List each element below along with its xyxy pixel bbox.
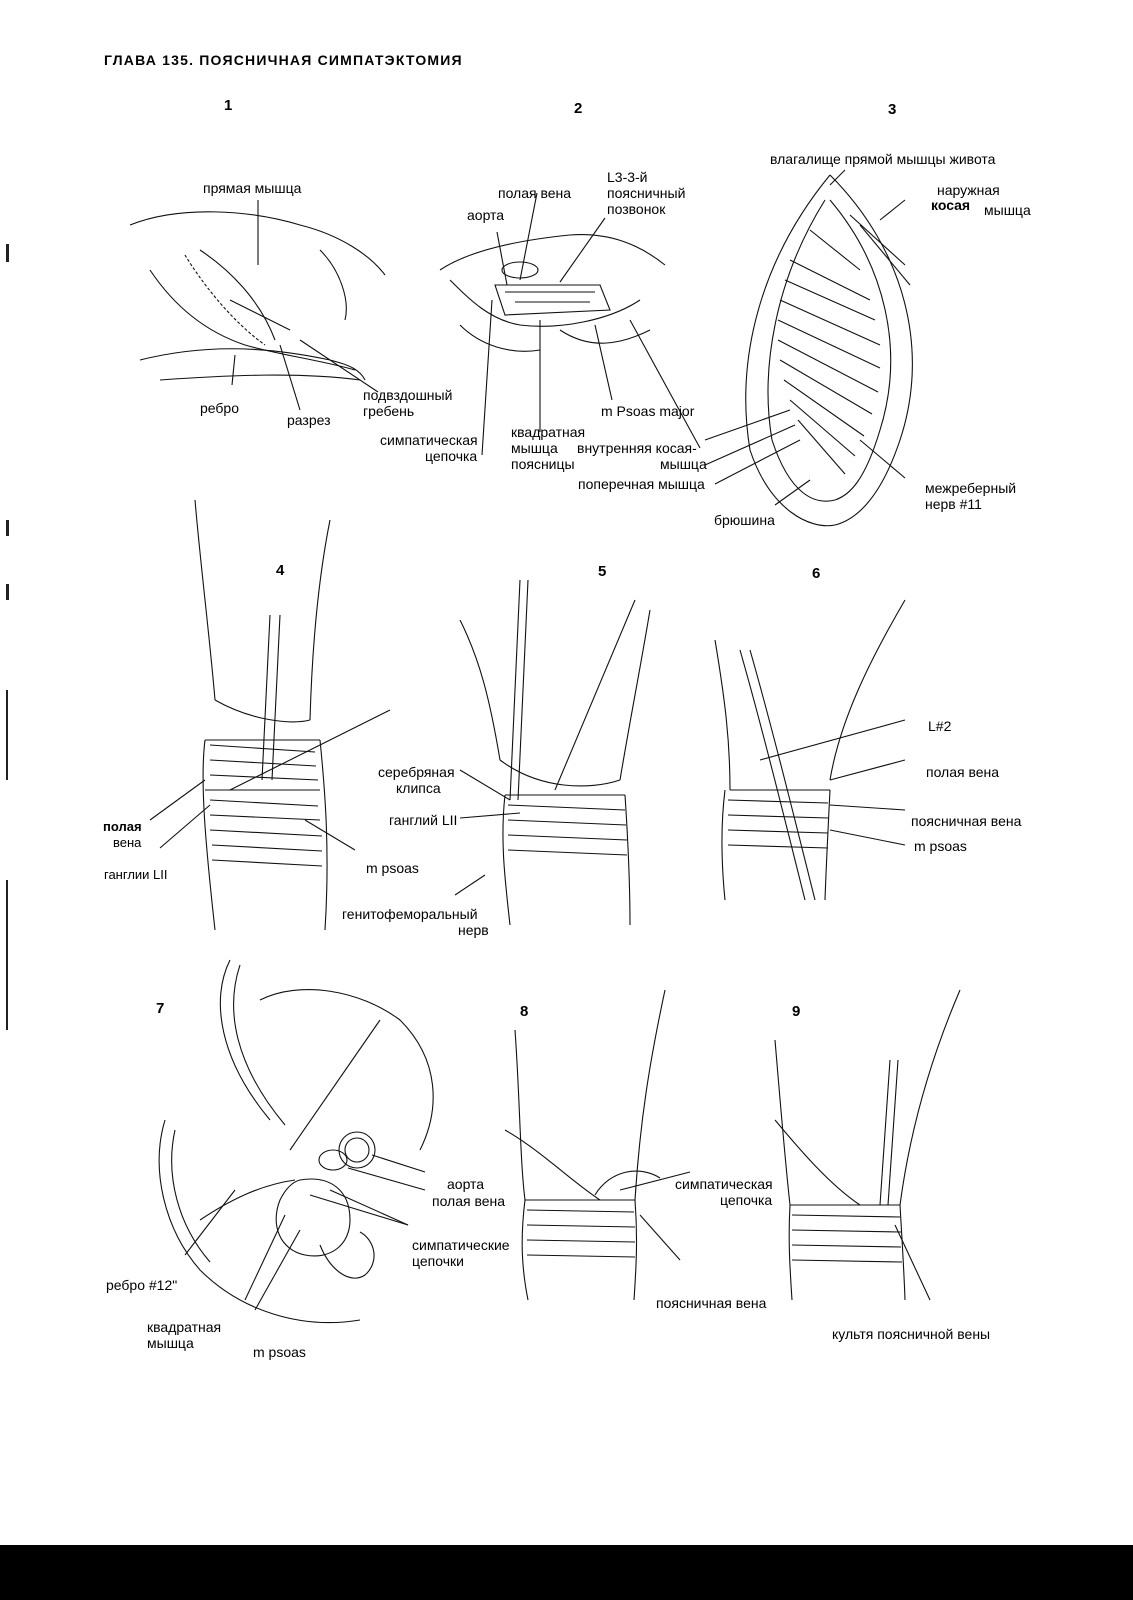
label-transverse-muscle: поперечная мышца: [578, 476, 705, 492]
figure-6-drawing: [714, 599, 906, 901]
label-external-oblique: косая: [931, 197, 971, 213]
figure-8-drawing: [504, 989, 691, 1301]
label-intercostal-nerve: межреберный: [925, 480, 1017, 496]
label-intercostal-nerve: нерв #11: [925, 496, 982, 512]
label-l2: L#2: [928, 718, 952, 734]
margin-mark: [6, 584, 9, 600]
figure-7-drawing: [158, 959, 434, 1324]
margin-mark: [6, 690, 8, 780]
figure-4-drawing: [149, 499, 486, 931]
figure-number: 4: [276, 562, 285, 579]
label-vena-cava: полая: [103, 819, 142, 834]
margin-mark: [6, 244, 9, 262]
chapter-title: ГЛАВА 135. ПОЯСНИЧНАЯ СИМПАТЭКТОМИЯ: [104, 52, 463, 68]
label-aorta: аорта: [467, 207, 505, 223]
label-ganglion: ганглии LII: [104, 867, 168, 882]
label-peritoneum: брюшина: [714, 512, 775, 528]
figure-number: 7: [156, 1000, 165, 1017]
label-internal-oblique: мышца: [660, 456, 707, 472]
label-silver-clip: серебряная: [378, 764, 455, 780]
label-sympathetic-chain: цепочка: [425, 448, 478, 464]
figure-number: 3: [888, 101, 897, 118]
label-aorta: аорта: [447, 1176, 485, 1192]
figure-number: 8: [520, 1003, 529, 1020]
figure-5-drawing: [459, 579, 651, 926]
label-ganglion: ганглий LII: [389, 812, 458, 828]
label-genitofemoral-nerve: генитофеморальный: [342, 906, 478, 922]
label-sympathetic-chain: симпатическая: [675, 1176, 773, 1192]
label-sympathetic-chains: симпатические: [412, 1237, 510, 1253]
label-iliac-crest: гребень: [363, 403, 415, 419]
bottom-scan-bar: [0, 1545, 1133, 1600]
label-rib-12: ребро #12": [106, 1277, 178, 1293]
label-iliac-crest: подвздошный: [363, 387, 453, 403]
label-lumbar-vein-stump: культя поясничной вены: [832, 1326, 991, 1342]
figure-number: 5: [598, 563, 607, 580]
label-quadratus-muscle: квадратная: [147, 1319, 222, 1335]
label-vena-cava: полая вена: [926, 764, 1000, 780]
figure-3-drawing: [704, 169, 913, 527]
label-sympathetic-chains: цепочки: [412, 1253, 464, 1269]
label-genitofemoral-nerve: нерв: [458, 922, 489, 938]
figure-2-drawing: [439, 192, 701, 456]
label-rib: ребро: [200, 400, 240, 416]
label-rectus-sheath: влагалище прямой мышцы живота: [770, 151, 996, 167]
figure-number: 6: [812, 565, 821, 582]
figure-number: 9: [792, 1003, 801, 1020]
label-silver-clip: клипса: [396, 780, 441, 796]
label-psoas: m psoas: [366, 860, 419, 876]
label-psoas-major: m Psoas major: [601, 403, 695, 419]
label-lumbar-vein: поясничная вена: [911, 813, 1022, 829]
label-l3-vertebra: L3-3-й: [607, 169, 648, 185]
margin-mark: [6, 520, 9, 536]
label-internal-oblique: внутренняя косая-: [577, 440, 697, 456]
label-quadratus-lumborum: мышца: [511, 440, 558, 456]
label-vena-cava: полая вена: [498, 185, 572, 201]
figure-1-drawing: [129, 200, 386, 411]
label-l3-vertebra: позвонок: [607, 201, 666, 217]
label-vena-cava: вена: [113, 835, 142, 850]
label-psoas: m psoas: [914, 838, 967, 854]
label-vena-cava: полая вена: [432, 1193, 506, 1209]
figure-9-drawing: [774, 989, 961, 1301]
label-quadratus-muscle: мышца: [147, 1335, 194, 1351]
label-incision: разрез: [287, 412, 331, 428]
figure-number: 2: [574, 100, 583, 117]
margin-mark: [6, 880, 8, 1030]
label-l3-vertebra: поясничный: [607, 185, 686, 201]
label-rectus-muscle: прямая мышца: [203, 180, 302, 196]
label-psoas: m psoas: [253, 1344, 306, 1360]
label-external-oblique: наружная: [937, 182, 1000, 198]
label-quadratus-lumborum: поясницы: [511, 456, 575, 472]
figure-number: 1: [224, 97, 233, 114]
label-sympathetic-chain: цепочка: [720, 1192, 773, 1208]
label-lumbar-vein: поясничная вена: [656, 1295, 767, 1311]
label-external-oblique: мышца: [984, 202, 1031, 218]
label-sympathetic-chain: симпатическая: [380, 432, 478, 448]
label-quadratus-lumborum: квадратная: [511, 424, 586, 440]
